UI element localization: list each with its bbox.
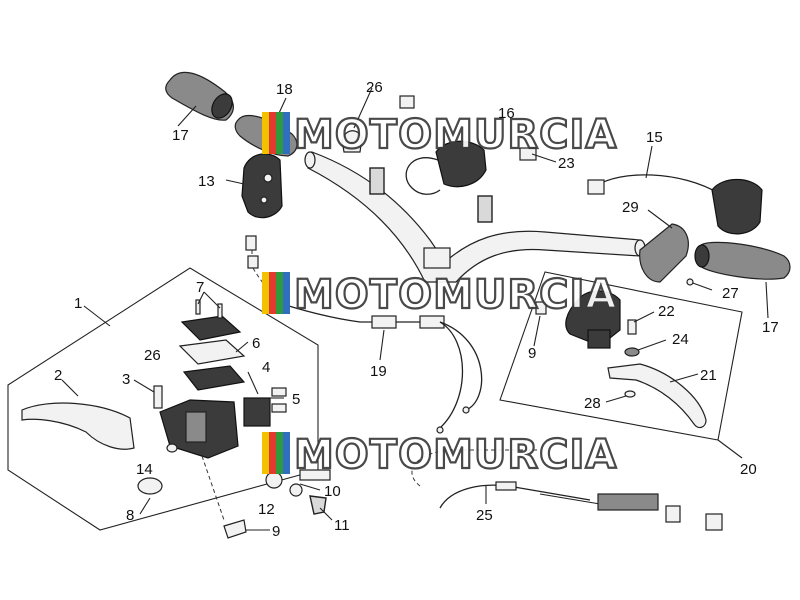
callout-28: 28 bbox=[584, 395, 601, 412]
callout-12: 12 bbox=[258, 501, 275, 518]
callout-9-right: 9 bbox=[528, 345, 536, 362]
callout-29: 29 bbox=[622, 199, 639, 216]
callout-18: 18 bbox=[276, 81, 293, 98]
callout-17-right: 17 bbox=[762, 319, 779, 336]
callout-23: 23 bbox=[558, 155, 575, 172]
small-connector-parts-left bbox=[245, 235, 279, 301]
centre-switch-unit bbox=[341, 95, 537, 195]
callout-1: 1 bbox=[74, 295, 82, 312]
right-switch-unit bbox=[587, 174, 763, 235]
callout-14: 14 bbox=[136, 461, 153, 478]
callout-17-left: 17 bbox=[172, 127, 189, 144]
left-master-cylinder bbox=[159, 397, 271, 459]
right-master-cylinder bbox=[565, 290, 621, 349]
callout-15: 15 bbox=[646, 129, 663, 146]
right-brake-lever bbox=[607, 363, 707, 429]
callout-13: 13 bbox=[198, 173, 215, 190]
left-grip bbox=[165, 71, 234, 121]
callout-20: 20 bbox=[740, 461, 757, 478]
callout-25: 25 bbox=[476, 507, 493, 524]
right-cover bbox=[639, 223, 689, 283]
right-grip bbox=[694, 241, 791, 280]
watermark-text: MOTOMURCIA bbox=[294, 432, 617, 478]
watermark-bottom: MOTOMURCIA bbox=[262, 431, 617, 479]
reservoir-cover-parts bbox=[178, 315, 246, 391]
callout-16: 16 bbox=[498, 105, 515, 122]
callout-4: 4 bbox=[262, 359, 270, 376]
right-lever-group-frame bbox=[499, 271, 743, 441]
callout-22: 22 bbox=[658, 303, 675, 320]
callout-10: 10 bbox=[324, 483, 341, 500]
callout-6: 6 bbox=[252, 335, 260, 352]
left-lever-hardware bbox=[137, 299, 287, 521]
watermark-top: MOTOMURCIA bbox=[262, 111, 617, 159]
callout-9-left: 9 bbox=[272, 523, 280, 540]
handlebar bbox=[304, 151, 646, 283]
callout-7: 7 bbox=[196, 279, 204, 296]
callout-19: 19 bbox=[370, 363, 387, 380]
watermark-text: MOTOMURCIA bbox=[294, 272, 617, 318]
brake-switch-left bbox=[223, 519, 247, 539]
callout-numbers: 1 2 3 4 5 6 7 8 9 9 10 11 12 13 14 15 16… bbox=[54, 79, 779, 540]
callout-5: 5 bbox=[292, 391, 300, 408]
watermark-text: MOTOMURCIA bbox=[294, 112, 617, 158]
left-switch-housing bbox=[241, 153, 283, 219]
callout-3: 3 bbox=[122, 371, 130, 388]
callout-26-top: 26 bbox=[366, 79, 383, 96]
watermark-middle: MOTOMURCIA bbox=[262, 271, 617, 319]
callout-8: 8 bbox=[126, 507, 134, 524]
callout-11: 11 bbox=[334, 517, 350, 534]
right-lever-hardware bbox=[535, 301, 640, 398]
callout-2: 2 bbox=[54, 367, 62, 384]
choke-cable bbox=[411, 449, 723, 531]
screw-27 bbox=[686, 278, 713, 291]
callout-27: 27 bbox=[722, 285, 739, 302]
callout-21: 21 bbox=[700, 367, 717, 384]
left-brake-lever bbox=[21, 402, 135, 450]
callout-26-left: 26 bbox=[144, 347, 161, 364]
leader-lines bbox=[61, 87, 769, 531]
callout-24: 24 bbox=[672, 331, 689, 348]
